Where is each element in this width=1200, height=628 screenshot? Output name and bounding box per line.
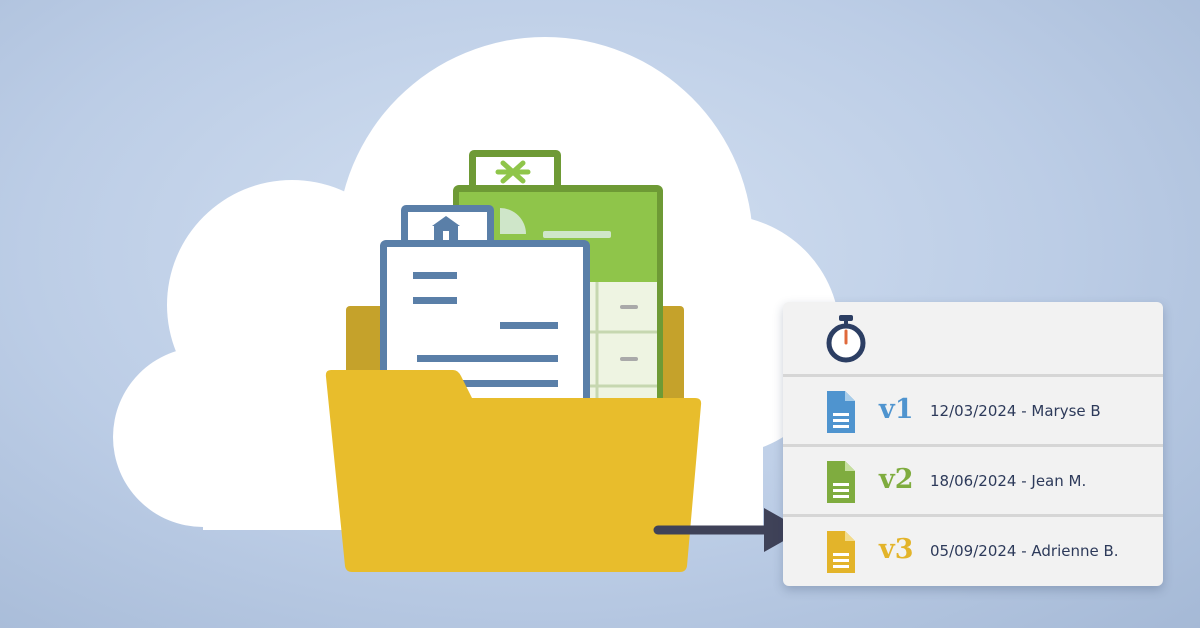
version-history-panel: v1 12/03/2024 - Maryse B v2 18/06/2024 -…: [783, 302, 1163, 586]
airplane-icon: [495, 160, 531, 184]
house-icon: [432, 216, 460, 240]
stopwatch-icon: [826, 315, 866, 363]
version-row[interactable]: v1 12/03/2024 - Maryse B: [783, 374, 1163, 444]
document-icon: [827, 531, 855, 573]
folder-front: [325, 370, 702, 572]
version-date-author: 12/03/2024 - Maryse B: [930, 402, 1101, 420]
version-label: v3: [879, 534, 914, 565]
panel-header: [783, 302, 1163, 374]
version-row[interactable]: v3 05/09/2024 - Adrienne B.: [783, 514, 1163, 584]
version-date-author: 05/09/2024 - Adrienne B.: [930, 542, 1119, 560]
version-date-author: 18/06/2024 - Jean M.: [930, 472, 1087, 490]
document-icon: [827, 391, 855, 433]
document-icon: [827, 461, 855, 503]
version-row[interactable]: v2 18/06/2024 - Jean M.: [783, 444, 1163, 514]
version-label: v1: [879, 394, 914, 425]
version-label: v2: [879, 464, 914, 495]
